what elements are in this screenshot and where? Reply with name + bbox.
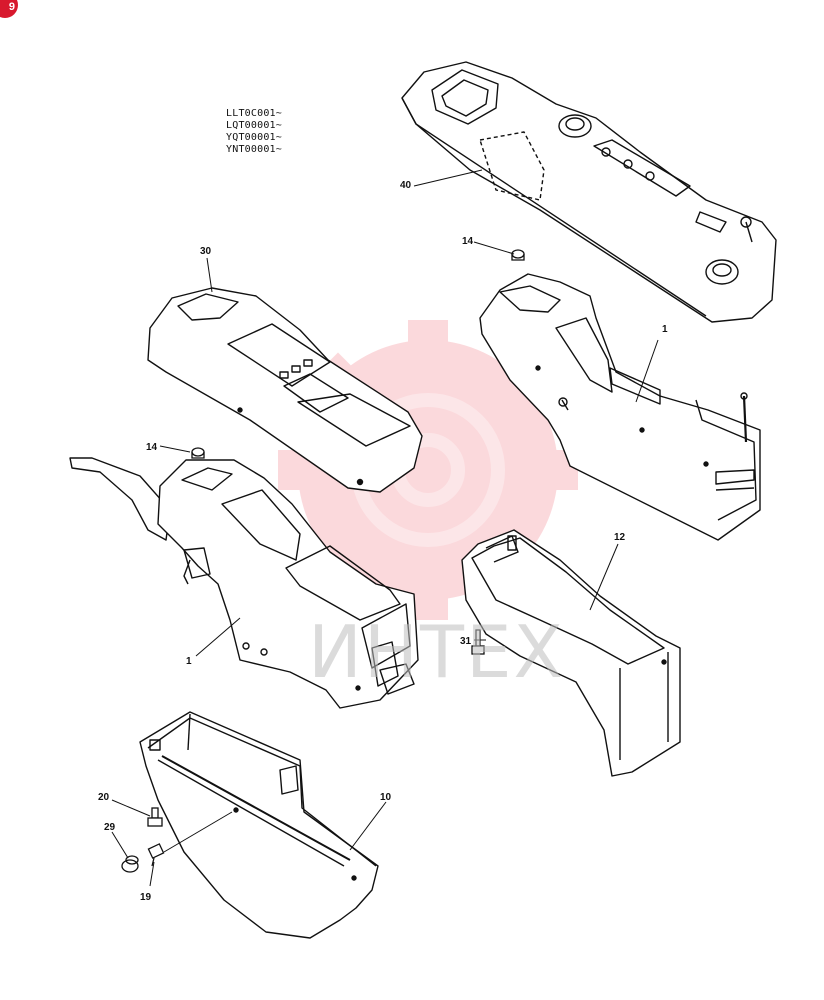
part-10-lower-cover: [139, 711, 379, 939]
callout-14: 14: [462, 236, 474, 247]
serial-range: LQT00001~: [226, 120, 282, 131]
serial-range: LLT0C001~: [226, 108, 282, 119]
part-14-cap-lower: [191, 447, 205, 459]
part-40-console-cover: [401, 61, 777, 323]
part-1-frame-left: [69, 457, 419, 709]
part-14-cap-upper: [511, 249, 525, 261]
part-1-frame-right: [479, 273, 761, 541]
serial-range: YNT00001~: [226, 144, 282, 155]
part-12-side-panel: [461, 529, 681, 777]
callout-1: 1: [662, 324, 668, 335]
part-19-screw: [147, 843, 165, 867]
leader-lines: [111, 169, 659, 887]
serial-number-list: LLT0C001~ LQT00001~ YQT00001~ YNT00001~: [226, 108, 282, 156]
part-20-bolt: [147, 807, 163, 827]
callout-40: 40: [400, 180, 412, 191]
callout-14: 14: [146, 442, 158, 453]
callout-20: 20: [98, 792, 110, 803]
page-badge: 9: [0, 0, 18, 18]
part-30-console-cover: [147, 287, 423, 493]
callout-30: 30: [200, 246, 212, 257]
callout-1: 1: [186, 656, 192, 667]
callout-10: 10: [380, 792, 392, 803]
part-31-bolt: [471, 629, 485, 655]
callout-29: 29: [104, 822, 116, 833]
watermark-text: ИНТЕХ: [308, 610, 565, 694]
callout-labels: 40 14 30 1 14 1 12 31 20 10 29 19: [98, 180, 668, 903]
callout-19: 19: [140, 892, 152, 903]
callout-12: 12: [614, 532, 626, 543]
callout-31: 31: [460, 636, 472, 647]
part-29-knob: [121, 855, 139, 873]
serial-range: YQT00001~: [226, 132, 282, 143]
